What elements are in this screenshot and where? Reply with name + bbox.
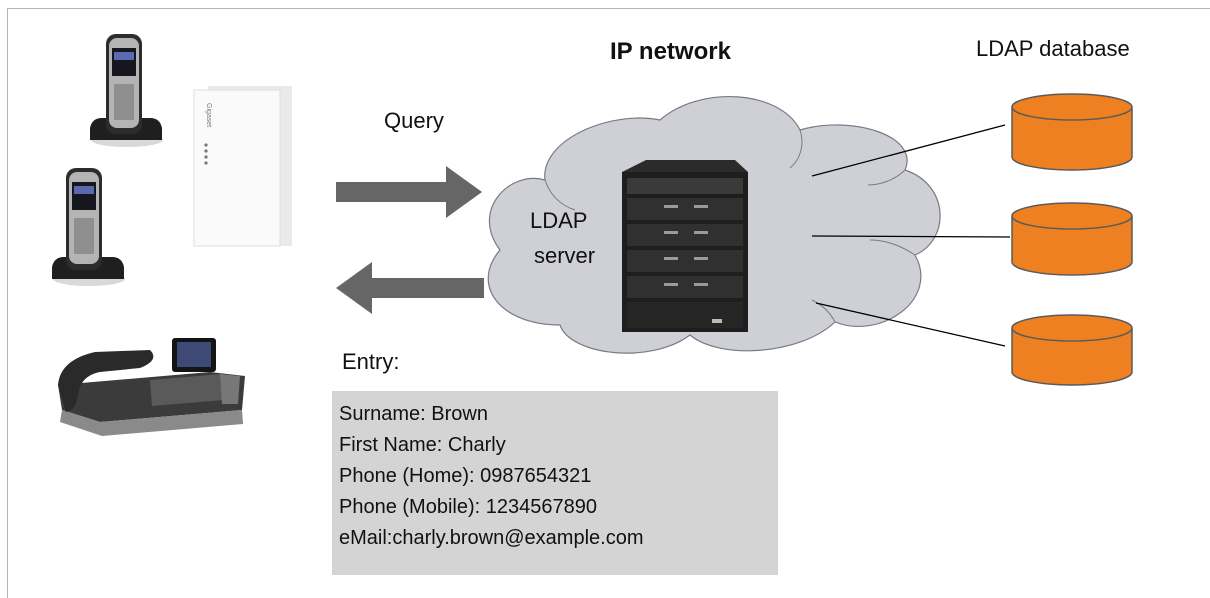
entry-email: eMail:charly.brown@example.com: [339, 527, 644, 549]
query-label: Query: [384, 108, 444, 133]
database-icon-3: [1011, 314, 1133, 386]
database-icon-2: [1011, 202, 1133, 276]
query-arrow: [336, 166, 482, 218]
entry-phone-home: Phone (Home): 0987654321: [339, 465, 592, 487]
ip-network-title: IP network: [610, 38, 731, 65]
entry-surname: Surname: Brown: [339, 403, 488, 425]
entry-record-box: Surname: Brown First Name: Charly Phone …: [332, 391, 778, 575]
desk-phone-icon: [58, 338, 245, 436]
diagram-frame: [7, 8, 1210, 598]
database-icon-1: [1011, 93, 1133, 171]
ldap-server-icon: [622, 160, 748, 332]
base-station-icon: Gigaset: [193, 86, 292, 247]
response-arrow: [336, 262, 484, 314]
entry-title: Entry:: [342, 349, 400, 374]
server-label-line2: server: [534, 243, 596, 268]
entry-phone-mobile: Phone (Mobile): 1234567890: [339, 496, 597, 518]
db-connection-lines: [811, 124, 1011, 347]
entry-first-name: First Name: Charly: [339, 434, 506, 456]
handset-icon-2: [52, 168, 125, 286]
ldap-database-title: LDAP database: [976, 36, 1130, 61]
server-label-line1: LDAP: [530, 208, 588, 233]
brand-logo: Gigaset: [205, 103, 212, 127]
handset-icon-1: [90, 34, 163, 147]
